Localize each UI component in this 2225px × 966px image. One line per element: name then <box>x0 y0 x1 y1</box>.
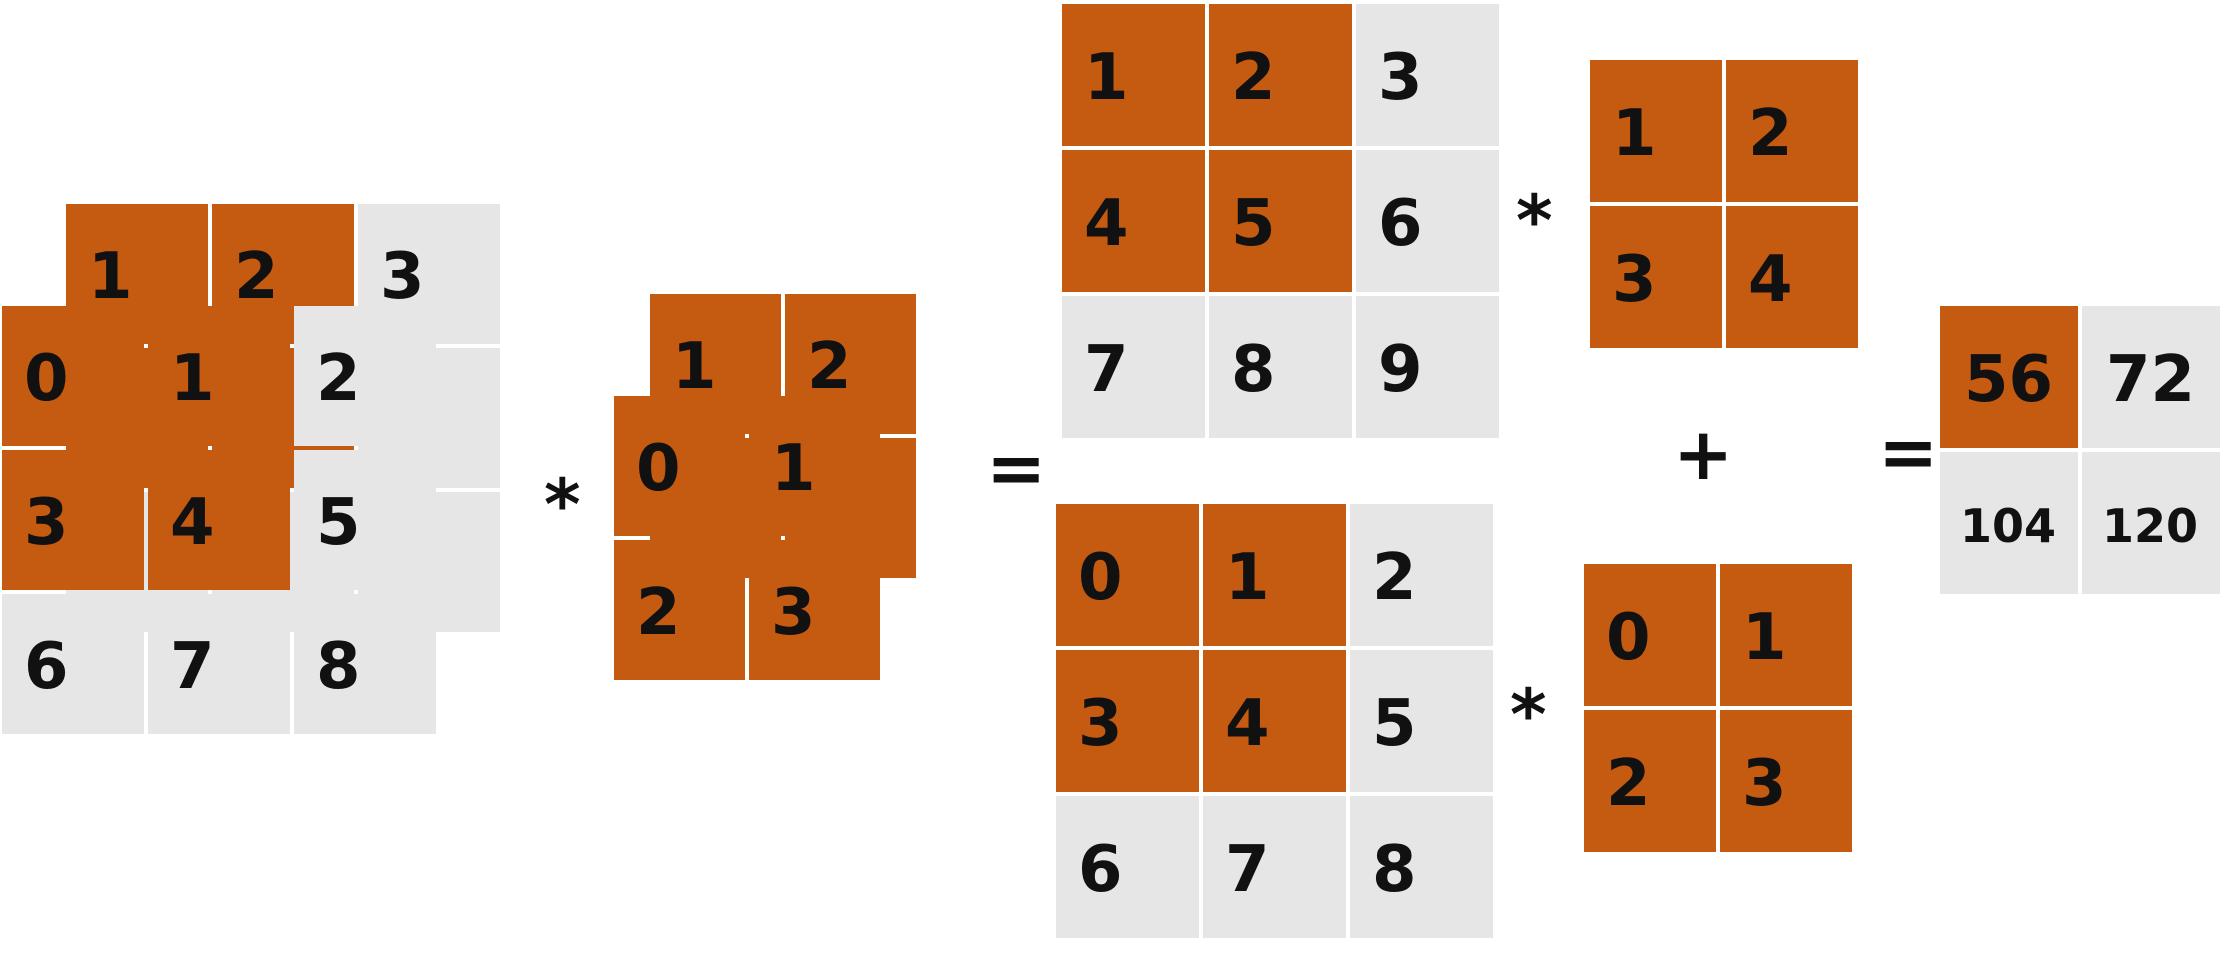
convolution-operator: * <box>544 464 581 546</box>
channel1-input-cell: 8 <box>1209 296 1352 438</box>
channel1-input-cell: 5 <box>1209 150 1352 292</box>
channel0-kernel-cell: 2 <box>1584 710 1716 852</box>
output-cell: 72 <box>2082 306 2220 448</box>
channel1-kernel-cell: 2 <box>1726 60 1858 202</box>
channel0-input-cell: 5 <box>1350 650 1493 792</box>
input-front-cell: 6 <box>2 594 144 734</box>
input-front-cell: 3 <box>2 450 144 590</box>
channel1-input-cell: 1 <box>1062 4 1205 146</box>
input-front-cell: 8 <box>294 594 436 734</box>
kernel-front-cell: 0 <box>614 396 745 536</box>
channel1-kernel-cell: 4 <box>1726 206 1858 348</box>
channel0-input-cell: 3 <box>1056 650 1199 792</box>
output-cell: 56 <box>1940 306 2078 448</box>
result-equals-operator: = <box>1878 410 1939 494</box>
channel0-convolution-operator: * <box>1510 674 1547 756</box>
channel0-input-cell: 2 <box>1350 504 1493 646</box>
output-cell: 120 <box>2082 452 2220 594</box>
channel1-input-cell: 3 <box>1356 4 1499 146</box>
channel0-input-cell: 1 <box>1203 504 1346 646</box>
input-front-cell: 0 <box>2 306 144 446</box>
channel1-input-cell: 9 <box>1356 296 1499 438</box>
input-front-cell: 2 <box>294 306 436 446</box>
channel0-input-cell: 4 <box>1203 650 1346 792</box>
equals-operator: = <box>986 426 1047 510</box>
output-cell: 104 <box>1940 452 2078 594</box>
plus-operator: + <box>1673 412 1734 496</box>
kernel-front-cell: 2 <box>614 540 745 680</box>
channel1-kernel-cell: 1 <box>1590 60 1722 202</box>
input-front-cell: 1 <box>148 306 290 446</box>
channel0-input-cell: 8 <box>1350 796 1493 938</box>
kernel-front-cell: 1 <box>749 396 880 536</box>
channel0-input-cell: 6 <box>1056 796 1199 938</box>
channel1-input-cell: 7 <box>1062 296 1205 438</box>
channel0-kernel-cell: 3 <box>1720 710 1852 852</box>
channel0-kernel-cell: 1 <box>1720 564 1852 706</box>
kernel-front-cell: 3 <box>749 540 880 680</box>
channel1-input-cell: 2 <box>1209 4 1352 146</box>
channel1-input-cell: 6 <box>1356 150 1499 292</box>
channel0-input-cell: 0 <box>1056 504 1199 646</box>
channel1-convolution-operator: * <box>1516 180 1553 262</box>
input-front-cell: 4 <box>148 450 290 590</box>
channel0-input-cell: 7 <box>1203 796 1346 938</box>
channel1-kernel-cell: 3 <box>1590 206 1722 348</box>
channel0-kernel-cell: 0 <box>1584 564 1716 706</box>
input-front-cell: 7 <box>148 594 290 734</box>
channel1-input-cell: 4 <box>1062 150 1205 292</box>
input-front-cell: 5 <box>294 450 436 590</box>
